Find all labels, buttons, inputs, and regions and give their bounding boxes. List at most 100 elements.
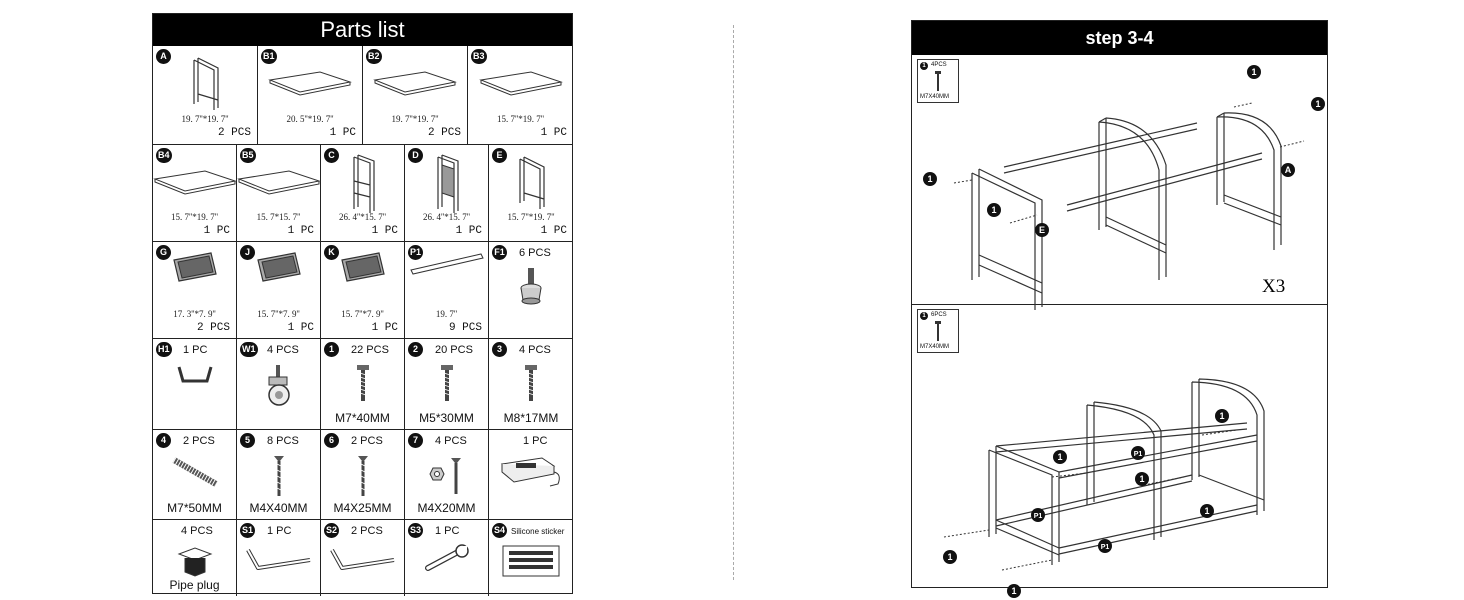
callout-label: 1 — [1219, 411, 1224, 421]
part-badge: B2 — [366, 49, 382, 64]
part-badge: P1 — [408, 245, 424, 260]
part-quantity: 4 PCS — [435, 435, 467, 447]
board-icon — [476, 68, 566, 103]
part-badge: S4 — [492, 523, 508, 538]
callout-badge — [943, 550, 957, 564]
callout-label: 1 — [1057, 452, 1062, 462]
part-badge: B1 — [261, 49, 277, 64]
bolt-icon — [935, 71, 941, 91]
tall-frame-icon — [348, 153, 378, 220]
part-badge: S2 — [324, 523, 340, 538]
hardware-legend: 1 6PCS M7X40MM — [917, 309, 959, 353]
part-badge: 4 — [156, 433, 171, 448]
part-dimensions: 15. 7''*19. 7'' — [497, 114, 544, 124]
part-badge: S3 — [408, 523, 424, 538]
page-divider — [733, 25, 734, 580]
part-cell: B2 19. 7''*19. 7'' 2 PCS — [363, 46, 468, 144]
callout-badge — [1031, 508, 1045, 522]
part-quantity: 9 PCS — [448, 322, 482, 334]
part-badge: G — [156, 245, 171, 260]
part-quantity: 1 PC — [287, 225, 314, 237]
part-quantity: 6 PCS — [519, 247, 551, 259]
callout-label: A — [1285, 165, 1292, 175]
legend-badge: 1 — [920, 62, 928, 70]
part-badge: F1 — [492, 245, 507, 260]
part-quantity: 4 PCS — [181, 525, 213, 537]
part-dimensions: 19. 7''*19. 7'' — [181, 114, 229, 124]
part-badge: J — [240, 245, 255, 260]
callout-badge — [1215, 409, 1229, 423]
part-quantity: 2 PCS — [427, 127, 461, 139]
part-spec: M4X40MM — [249, 501, 308, 515]
part-badge: 3 — [492, 342, 507, 357]
part-badge: C — [324, 148, 339, 163]
side-frame-icon — [188, 54, 222, 117]
board-icon — [265, 68, 355, 103]
part-cell: J 15. 7''*7. 9'' 1 PC — [237, 242, 321, 338]
part-quantity: 2 PCS — [183, 435, 215, 447]
callout-badge — [1007, 584, 1021, 598]
part-cell: W1 4 PCS — [237, 339, 321, 429]
callout-label: P1 — [1101, 544, 1110, 551]
callout-label: 1 — [927, 174, 932, 184]
board-icon — [234, 167, 324, 202]
bar-icon — [407, 250, 487, 279]
callout-label: P1 — [1134, 451, 1143, 458]
part-dimensions: 15. 7''*19. 7'' — [507, 212, 555, 222]
part-quantity: 1 PC — [267, 525, 292, 537]
part-quantity: 2 PCS — [351, 525, 383, 537]
part-quantity: 4 PCS — [267, 344, 299, 356]
callout-badge — [923, 172, 937, 186]
step-3-diagram: 1 4PCS M7X40MM — [912, 55, 1327, 310]
part-badge: W1 — [240, 342, 258, 357]
callout-label: 1 — [1315, 99, 1320, 109]
callout-badge — [1311, 97, 1325, 111]
step-4-diagram: 1 6PCS M7X40MM — [912, 305, 1327, 598]
part-quantity: Silicone sticker — [511, 527, 565, 536]
callout-badge — [1200, 504, 1214, 518]
part-badge: B4 — [156, 148, 172, 163]
part-quantity: 1 PC — [540, 127, 567, 139]
part-quantity: 1 PC — [455, 225, 482, 237]
part-quantity: 1 PC — [287, 322, 314, 334]
part-quantity: 2 PCS — [351, 435, 383, 447]
part-badge: 2 — [408, 342, 423, 357]
part-cell: F1 6 PCS — [489, 242, 573, 338]
step-panel: step 3-4 1 4PCS M7X40MM — [911, 20, 1328, 598]
part-dimensions: 19. 7''*19. 7'' — [391, 114, 439, 124]
callout-badge — [1053, 450, 1067, 464]
part-cell: S2 2 PCS — [321, 520, 405, 596]
legend-badge: 1 — [920, 312, 928, 320]
part-spec: M8*17MM — [503, 411, 559, 425]
part-badge: B5 — [240, 148, 256, 163]
mesh-panel-icon — [255, 250, 303, 289]
part-spec: M4X25MM — [333, 501, 392, 515]
side-frame-icon — [514, 153, 548, 216]
callout-label: 1 — [1139, 474, 1144, 484]
mesh-panel-icon — [171, 250, 219, 289]
mesh-panel-icon — [339, 250, 387, 289]
part-dimensions: 15. 7''*7. 9'' — [257, 309, 300, 319]
callout-label: 1 — [947, 552, 952, 562]
screw-nut-icon — [425, 454, 469, 503]
mesh-frame-icon — [432, 153, 462, 220]
part-dimensions: 19. 7'' — [435, 309, 458, 319]
part-dimensions: 26. 4''*15. 7'' — [339, 212, 386, 222]
legend-spec: M7X40MM — [920, 94, 950, 100]
part-dimensions: 15. 7''*7. 9'' — [341, 309, 384, 319]
